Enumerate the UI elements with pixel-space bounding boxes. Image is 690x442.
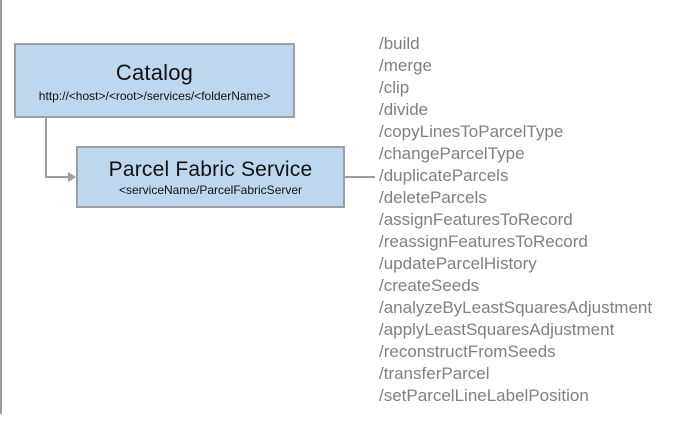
operation-item: /duplicateParcels xyxy=(379,166,509,185)
vertical-divider xyxy=(0,0,2,414)
node-catalog-subtitle: http://<host>/<root>/services/<folderNam… xyxy=(38,88,271,103)
operation-item: /setParcelLineLabelPosition xyxy=(379,386,589,405)
node-parcel-fabric-service-subtitle: <serviceName/ParcelFabricServer xyxy=(118,182,303,197)
operation-item: /divide xyxy=(379,100,429,119)
operation-item: /assignFeaturesToRecord xyxy=(379,210,573,229)
operation-item: /applyLeastSquaresAdjustment xyxy=(379,320,615,339)
operation-item: /reassignFeaturesToRecord xyxy=(379,232,588,251)
node-parcel-fabric-service: Parcel Fabric Service <serviceName/Parce… xyxy=(76,146,345,208)
operation-item: /deleteParcels xyxy=(379,188,487,207)
operation-item: /copyLinesToParcelType xyxy=(379,122,564,141)
operations-list: /build/merge/clip/divide/copyLinesToParc… xyxy=(379,33,679,407)
operation-item: /build xyxy=(379,34,420,53)
node-parcel-fabric-service-title: Parcel Fabric Service xyxy=(108,157,313,181)
operation-item: /updateParcelHistory xyxy=(379,254,537,273)
operation-item: /changeParcelType xyxy=(379,144,525,163)
operation-item: /transferParcel xyxy=(379,364,490,383)
node-catalog: Catalog http://<host>/<root>/services/<f… xyxy=(14,43,295,118)
operation-item: /createSeeds xyxy=(379,276,480,295)
arrowhead-icon xyxy=(68,172,76,182)
connector-catalog-vertical xyxy=(45,118,47,177)
operation-item: /merge xyxy=(379,56,432,75)
node-catalog-title: Catalog xyxy=(115,59,194,85)
operation-item: /analyzeByLeastSquaresAdjustment xyxy=(379,298,653,317)
operation-item: /clip xyxy=(379,78,410,97)
connector-parcel-to-divider xyxy=(345,176,375,178)
connector-catalog-horizontal xyxy=(45,176,70,178)
operation-item: /reconstructFromSeeds xyxy=(379,342,556,361)
